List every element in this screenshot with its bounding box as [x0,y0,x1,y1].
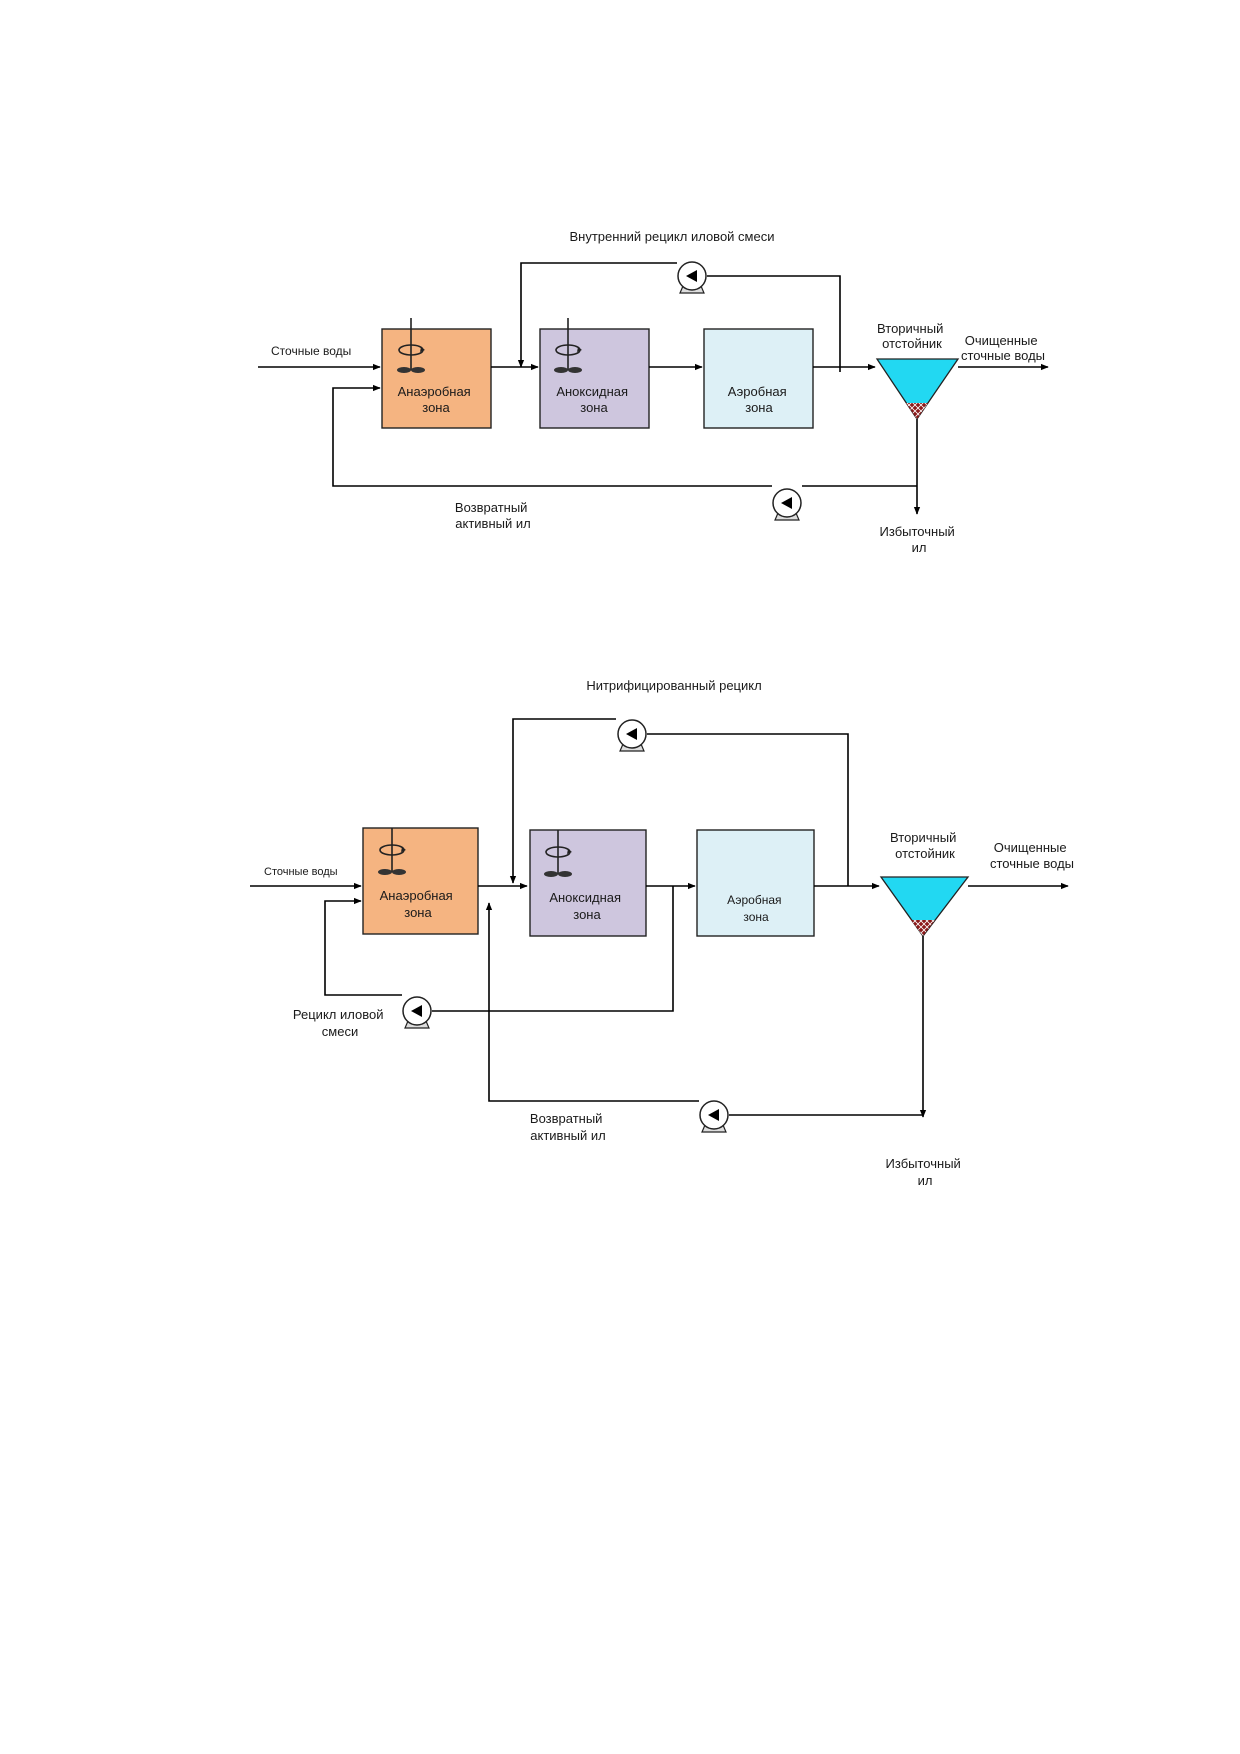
diagram-1: Внутренний рецикл иловой смеси Сточные в… [258,229,1049,555]
return-sludge-line [489,903,923,1116]
excess-sludge-label-1: Избыточный [886,1156,961,1171]
clarifier-label-1: Вторичный [877,321,943,336]
anaerobic-zone [362,827,479,935]
internal-recycle-label: Внутренний рецикл иловой смеси [570,229,775,244]
influent-label: Сточные воды [271,344,351,358]
mixed-liquor-recycle-label-2: смеси [322,1024,358,1039]
aerobic-zone [696,829,815,937]
secondary-clarifier [879,876,970,938]
excess-sludge-label: Избыточный ил [880,524,959,555]
effluent-label: Очищенные сточные воды [961,333,1045,363]
effluent-label-2: сточные воды [961,348,1045,363]
anoxic-label: Аноксидная зона [549,890,624,922]
mixer-icon [397,318,425,373]
effluent-label-1: Очищенные [994,840,1067,855]
clarifier-label: Вторичный отстойник [877,321,947,351]
effluent-label-1: Очищенные [965,333,1038,348]
anaerobic-label-1: Анаэробная [380,888,453,903]
anaerobic-label-1: Анаэробная [398,384,471,399]
internal-recycle-pump-icon [677,261,707,294]
mixed-liquor-recycle-line [324,886,674,1012]
excess-sludge-label: Избыточный ил [886,1156,965,1188]
anaerobic-zone [381,328,492,429]
return-sludge-label: Возвратный активный ил [455,500,531,531]
return-sludge-pump-icon [699,1100,729,1133]
mixer-icon [554,318,582,373]
effluent-label: Очищенные сточные воды [990,840,1074,871]
diagram-2: Нитрифицированный рецикл Сточные воды Ан… [250,678,1074,1188]
excess-sludge-label-2: ил [912,540,927,555]
mixer-icon [544,830,572,877]
aerobic-label-2: зона [743,910,769,924]
clarifier-label-1: Вторичный [890,830,956,845]
nitrified-recycle-line [513,718,849,886]
return-sludge-label-2: активный ил [530,1128,605,1143]
mixed-liquor-recycle-label: Рецикл иловой смеси [293,1007,387,1039]
aerobic-label: Аэробная зона [728,384,791,415]
anoxic-zone [539,328,650,429]
return-sludge-label-1: Возвратный [530,1111,603,1126]
anoxic-label-1: Аноксидная [556,384,628,399]
mixed-liquor-recycle-pump-icon [402,996,432,1029]
anoxic-label-2: зона [580,400,608,415]
excess-sludge-label-2: ил [918,1173,933,1188]
return-sludge-pump-icon [772,488,802,521]
return-sludge-label-1: Возвратный [455,500,528,515]
nitrified-recycle-pump-icon [617,719,647,752]
internal-recycle-line [521,262,841,372]
anaerobic-label: Анаэробная зона [380,888,457,920]
effluent-label-2: сточные воды [990,856,1074,871]
influent-label: Сточные воды [264,866,338,878]
anoxic-zone [529,829,647,937]
excess-sludge-label-1: Избыточный [880,524,955,539]
aerobic-label-2: зона [745,400,773,415]
nitrified-recycle-label: Нитрифицированный рецикл [586,678,761,693]
mixer-icon [378,828,406,875]
aerobic-zone [703,328,814,429]
return-sludge-line [332,388,917,487]
anoxic-label-2: зона [573,907,601,922]
clarifier-label-2: отстойник [895,846,955,861]
return-sludge-label: Возвратный активный ил [530,1111,606,1143]
secondary-clarifier [875,358,960,421]
aerobic-label-1: Аэробная [728,384,787,399]
anaerobic-label: Анаэробная зона [398,384,475,415]
clarifier-label: Вторичный отстойник [890,830,960,861]
aerobic-label: Аэробная зона [727,893,785,924]
aerobic-label-1: Аэробная [727,893,781,907]
return-sludge-label-2: активный ил [455,516,530,531]
anaerobic-label-2: зона [422,400,450,415]
anaerobic-label-2: зона [404,905,432,920]
mixed-liquor-recycle-label-1: Рецикл иловой [293,1007,384,1022]
clarifier-label-2: отстойник [882,336,942,351]
anoxic-label: Аноксидная зона [556,384,631,415]
anoxic-label-1: Аноксидная [549,890,621,905]
